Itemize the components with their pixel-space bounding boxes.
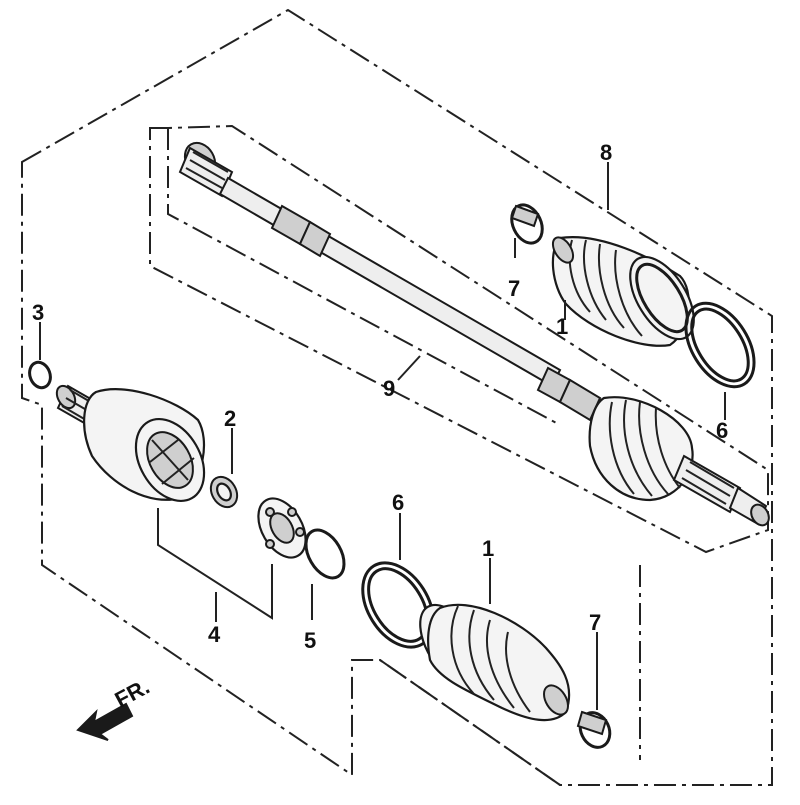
callout-boot-upper: 1 xyxy=(556,314,568,339)
callout-circlip-small: 2 xyxy=(224,406,236,431)
upper-boot-band-large xyxy=(684,301,756,389)
inner-spline-stub xyxy=(178,141,234,198)
outer-boot-joint xyxy=(588,396,770,527)
outboard-joint xyxy=(55,384,206,503)
inner-shaft-frame xyxy=(149,124,769,554)
upper-boot xyxy=(551,236,695,347)
upper-boot-band-small xyxy=(510,203,544,245)
lower-bracket-frame xyxy=(379,565,641,786)
driveshaft xyxy=(178,141,770,527)
callout-labels: 8 7 1 6 9 3 2 4 5 6 1 7 xyxy=(32,140,728,653)
lower-boot-band-small xyxy=(576,710,612,749)
callout-boot-lower: 1 xyxy=(482,536,494,561)
lower-boot xyxy=(419,603,571,722)
shaft-band-right xyxy=(536,366,602,422)
front-direction-arrow-icon: FR. xyxy=(76,674,154,741)
callout-set-ring: 3 xyxy=(32,300,44,325)
callout-boot-band-lower: 7 xyxy=(589,610,601,635)
inner-shaft-frame-upper xyxy=(167,128,561,426)
callout-boot-band-upper: 7 xyxy=(508,276,520,301)
bearing-cage xyxy=(257,497,307,559)
shaft-band-left xyxy=(270,204,332,258)
callout-outboard-joint-set: 4 xyxy=(208,622,221,647)
callout-band-upper: 6 xyxy=(716,418,728,443)
set-ring xyxy=(28,360,52,390)
callout-inboard-joint-assembly: 8 xyxy=(600,140,612,165)
callout-driveshaft-assembly: 9 xyxy=(383,376,395,401)
callout-band-lower: 6 xyxy=(392,490,404,515)
lower-boot-band-large xyxy=(361,561,435,649)
outer-assembly-frame xyxy=(21,8,773,786)
callout-stopper-ring: 5 xyxy=(304,628,316,653)
leader-lines xyxy=(39,162,726,710)
stopper-ring xyxy=(304,528,346,580)
front-direction-label: FR. xyxy=(111,674,154,713)
circlip xyxy=(209,475,239,509)
